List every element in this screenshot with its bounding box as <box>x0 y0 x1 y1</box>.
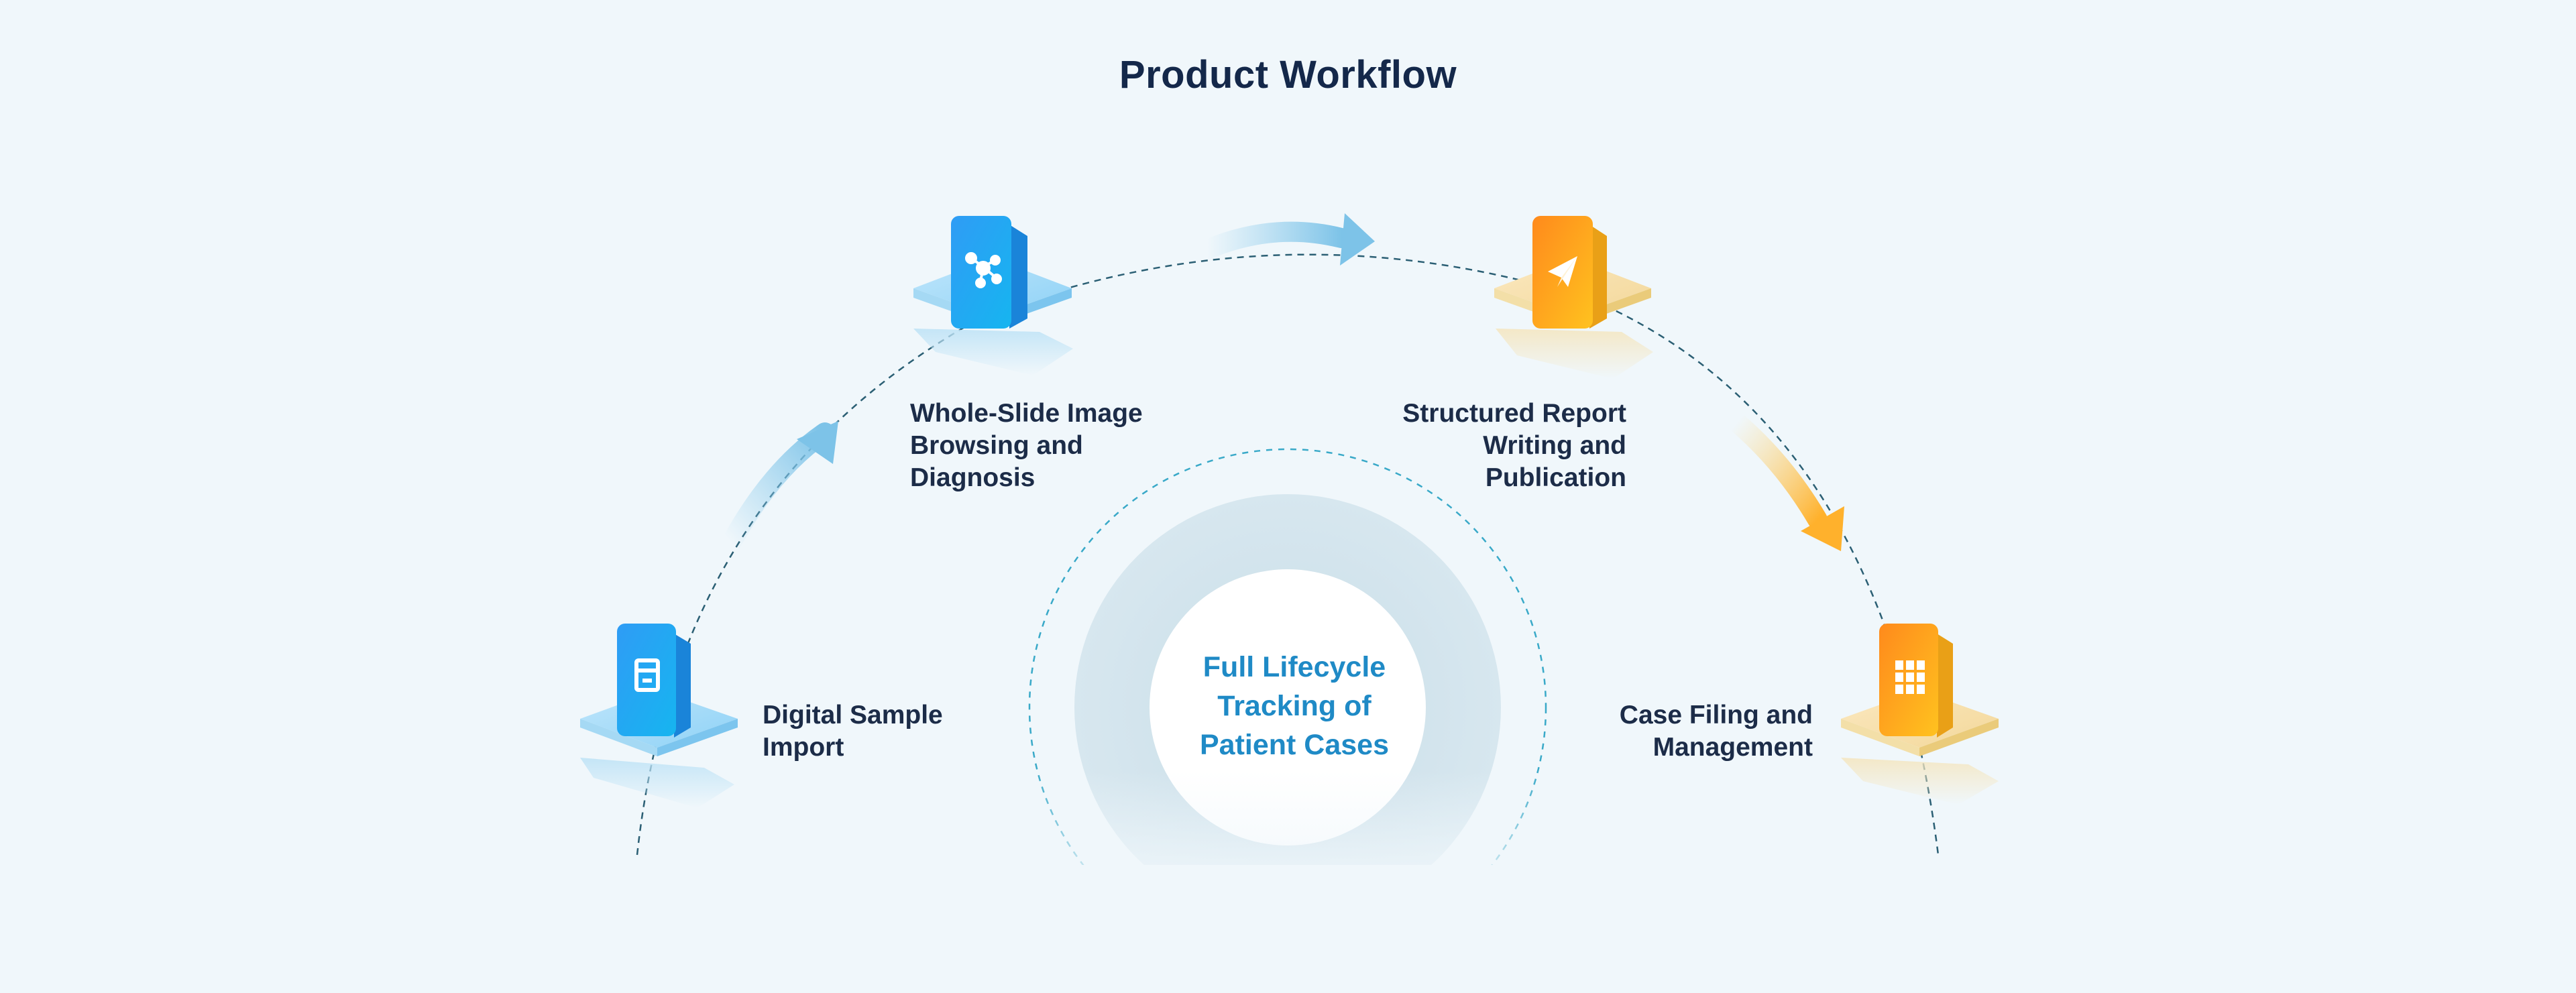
center-text-line: Tracking of <box>1217 690 1371 722</box>
center-outer-dashed-ring <box>1028 448 1547 967</box>
step-label-line: Whole-Slide Image <box>910 399 1143 428</box>
step-label-structured-report: Structured Report Writing and Publicatio… <box>1314 398 1626 494</box>
step-label-digital-sample-import: Digital Sample Import <box>763 699 943 764</box>
step-label-line: Diagnosis <box>910 463 1035 492</box>
center-ring-group <box>1006 448 1569 993</box>
step-label-line: Writing and <box>1483 431 1626 460</box>
flow-arrow-2 <box>1197 213 1375 266</box>
step-structured-report[interactable] <box>1494 216 1653 379</box>
step-digital-sample-import[interactable] <box>580 624 738 808</box>
step-label-line: Structured Report <box>1402 399 1626 428</box>
network-nodes-icon <box>965 252 1002 288</box>
workflow-dashed-arc <box>636 253 1940 856</box>
paper-plane-icon <box>1548 256 1577 287</box>
flow-arrow-1 <box>721 421 838 553</box>
step-label-line: Import <box>763 733 844 762</box>
sample-box-icon <box>634 658 660 692</box>
page-title: Product Workflow <box>1119 53 1457 97</box>
center-lifecycle-text: Full Lifecycle Tracking of Patient Cases <box>1187 648 1402 764</box>
step-label-case-filing: Case Filing and Management <box>1543 699 1813 764</box>
flow-arrow-3 <box>1727 412 1844 551</box>
step-label-whole-slide-image: Whole-Slide Image Browsing and Diagnosis <box>910 398 1143 494</box>
grid-cabinet-icon <box>1895 660 1925 694</box>
step-whole-slide-image[interactable] <box>913 216 1073 375</box>
step-label-line: Publication <box>1485 463 1626 492</box>
step-label-line: Case Filing and <box>1619 701 1813 729</box>
step-label-line: Management <box>1653 733 1813 762</box>
center-text-line: Patient Cases <box>1199 729 1390 761</box>
center-text-line: Full Lifecycle <box>1202 651 1386 683</box>
step-label-line: Digital Sample <box>763 701 943 729</box>
step-case-filing[interactable] <box>1841 624 1999 805</box>
step-label-line: Browsing and <box>910 431 1083 460</box>
